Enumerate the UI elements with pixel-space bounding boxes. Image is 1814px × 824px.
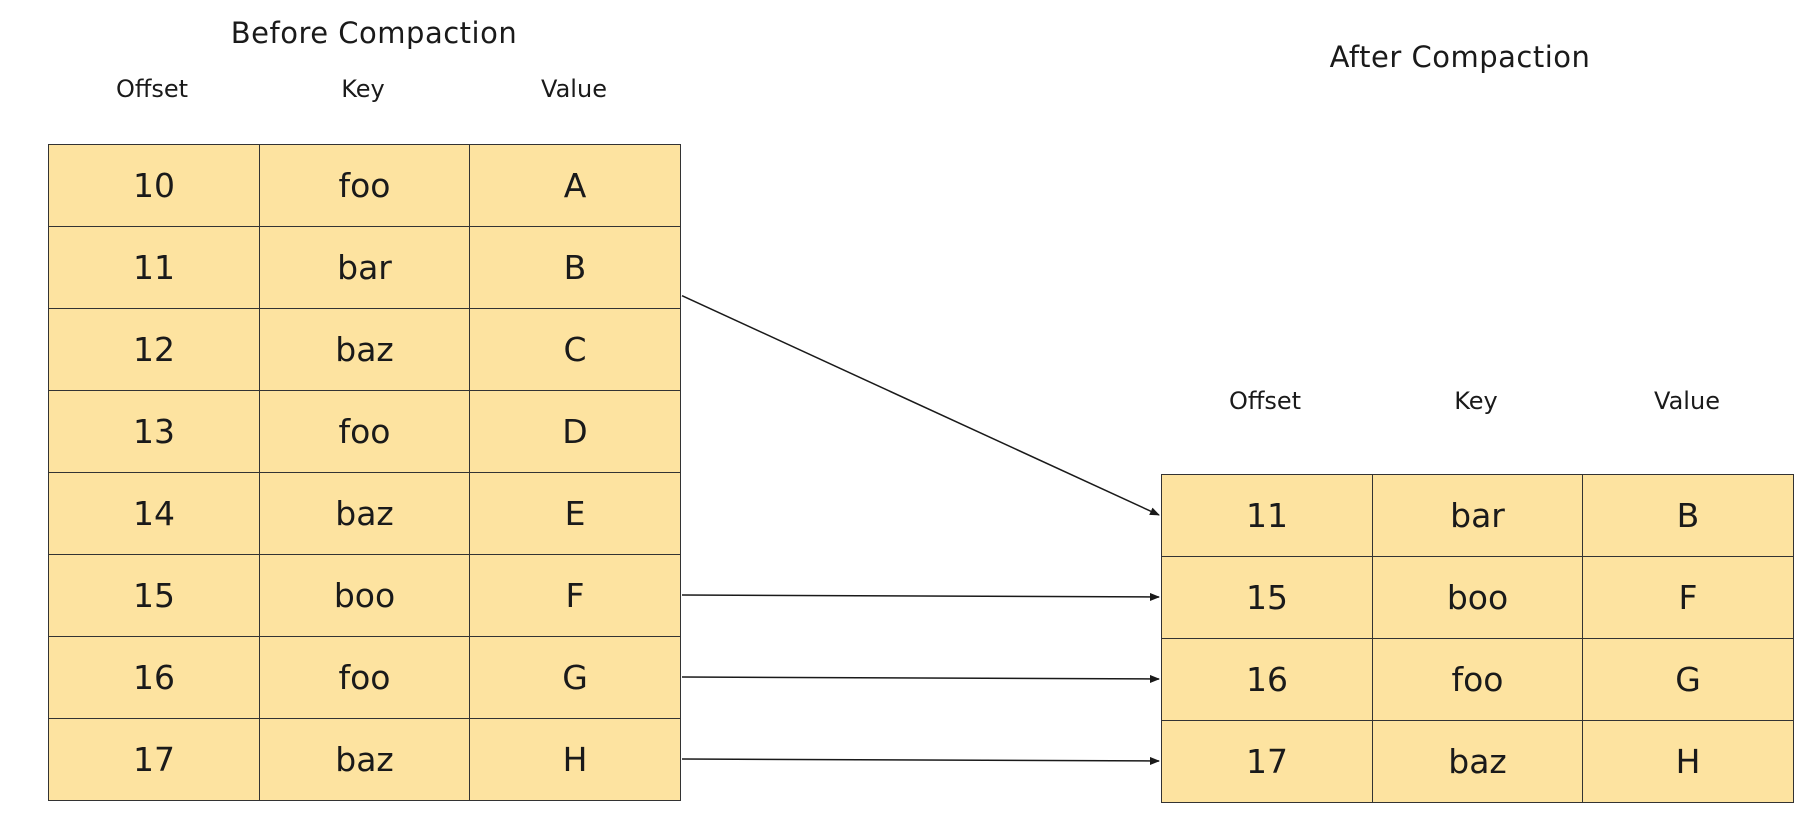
arrow-offset-11 bbox=[681, 295, 1160, 516]
after-header-key: Key bbox=[1454, 387, 1498, 415]
before-cell-value: G bbox=[469, 636, 681, 719]
before-cell-offset: 12 bbox=[48, 308, 260, 391]
arrow-offset-15 bbox=[681, 592, 1160, 601]
before-cell-key: baz bbox=[259, 472, 470, 555]
before-cell-offset: 11 bbox=[48, 226, 260, 309]
before-cell-offset: 14 bbox=[48, 472, 260, 555]
before-cell-offset: 13 bbox=[48, 390, 260, 473]
before-cell-key: baz bbox=[259, 308, 470, 391]
before-cell-key: boo bbox=[259, 554, 470, 637]
before-header-offset: Offset bbox=[115, 75, 189, 103]
before-cell-offset: 15 bbox=[48, 554, 260, 637]
arrow-offset-16 bbox=[681, 674, 1160, 683]
before-cell-value: C bbox=[469, 308, 681, 391]
before-cell-value: F bbox=[469, 554, 681, 637]
before-cell-key: bar bbox=[259, 226, 470, 309]
before-cell-offset: 10 bbox=[48, 144, 260, 227]
after-header-offset: Offset bbox=[1228, 387, 1302, 415]
before-header-value: Value bbox=[541, 75, 607, 103]
before-cell-value: E bbox=[469, 472, 681, 555]
after-cell-offset: 11 bbox=[1161, 474, 1373, 557]
after-cell-offset: 16 bbox=[1161, 638, 1373, 721]
after-cell-key: foo bbox=[1372, 638, 1583, 721]
after-cell-key: baz bbox=[1372, 720, 1583, 803]
after-cell-value: H bbox=[1582, 720, 1794, 803]
arrow-offset-17 bbox=[681, 756, 1160, 765]
before-cell-value: B bbox=[469, 226, 681, 309]
before-header-key: Key bbox=[341, 75, 385, 103]
after-compaction-title: After Compaction bbox=[1329, 40, 1591, 74]
after-cell-key: bar bbox=[1372, 474, 1583, 557]
before-cell-offset: 17 bbox=[48, 718, 260, 801]
after-cell-key: boo bbox=[1372, 556, 1583, 639]
after-header-value: Value bbox=[1654, 387, 1720, 415]
before-cell-key: foo bbox=[259, 390, 470, 473]
before-cell-value: D bbox=[469, 390, 681, 473]
before-compaction-title: Before Compaction bbox=[230, 16, 518, 50]
after-cell-value: F bbox=[1582, 556, 1794, 639]
before-cell-key: baz bbox=[259, 718, 470, 801]
after-cell-offset: 17 bbox=[1161, 720, 1373, 803]
before-cell-value: H bbox=[469, 718, 681, 801]
